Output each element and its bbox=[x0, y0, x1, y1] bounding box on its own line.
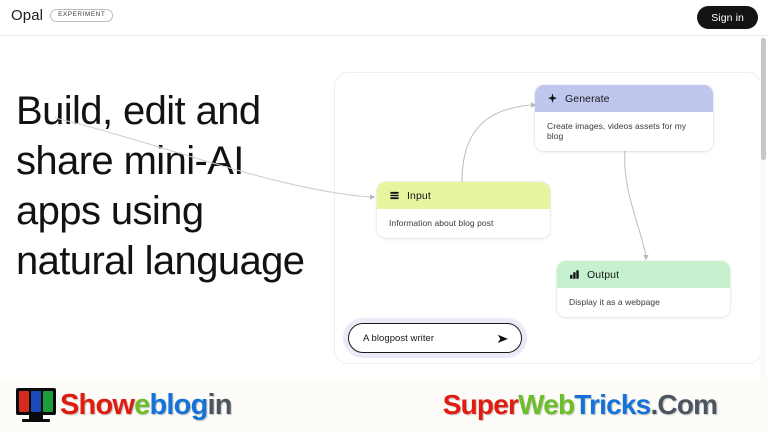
watermark-band: Showeblogin SuperWebTricks.Com bbox=[0, 378, 768, 432]
node-input-header: Input bbox=[377, 182, 550, 209]
wm-left-part-1: e bbox=[134, 388, 150, 421]
node-generate[interactable]: Generate Create images, videos assets fo… bbox=[535, 85, 713, 151]
watermark-superwebtricks: SuperWebTricks.Com bbox=[392, 378, 768, 432]
node-output[interactable]: Output Display it as a webpage bbox=[557, 261, 730, 317]
sign-in-button[interactable]: Sign in bbox=[697, 6, 758, 29]
watermark-showeblogin: Showeblogin bbox=[0, 378, 392, 432]
node-input-title: Input bbox=[407, 189, 431, 202]
prompt-input-value: A blogpost writer bbox=[363, 332, 435, 344]
experiment-badge: EXPERIMENT bbox=[50, 8, 114, 23]
node-input-description: Information about blog post bbox=[377, 209, 550, 238]
send-arrow-icon[interactable]: ➤ bbox=[496, 330, 509, 346]
node-input[interactable]: Input Information about blog post bbox=[377, 182, 550, 238]
hero-headline: Build, edit and share mini-AI apps using… bbox=[16, 89, 305, 283]
wm-left-part-3: in bbox=[207, 388, 233, 421]
opal-app-window: Opal EXPERIMENT Sign in Build, edit and … bbox=[0, 0, 768, 378]
node-generate-description: Create images, videos assets for my blog bbox=[535, 112, 713, 151]
wm-right-part-0: Super bbox=[442, 389, 519, 420]
wm-right-part-1: Web bbox=[518, 389, 575, 420]
node-output-description: Display it as a webpage bbox=[557, 288, 730, 317]
wm-right-part-2: Tricks bbox=[574, 389, 651, 420]
node-output-header: Output bbox=[557, 261, 730, 288]
node-output-title: Output bbox=[587, 268, 620, 281]
app-logo-text: Opal bbox=[11, 7, 44, 24]
monitor-icon bbox=[16, 388, 56, 422]
wm-left-part-2: blog bbox=[149, 388, 208, 421]
wm-left-part-0: Show bbox=[60, 388, 135, 421]
sparkle-icon bbox=[547, 93, 558, 104]
top-header-bar: Opal EXPERIMENT Sign in bbox=[0, 0, 768, 36]
brand-area: Opal EXPERIMENT bbox=[11, 7, 114, 24]
watermark-right-text: SuperWebTricks.Com bbox=[443, 391, 718, 419]
wm-right-part-3: .Com bbox=[650, 389, 718, 420]
list-lines-icon bbox=[389, 190, 400, 201]
bar-chart-icon bbox=[569, 269, 580, 280]
node-generate-header: Generate bbox=[535, 85, 713, 112]
vertical-scrollbar-track[interactable] bbox=[760, 36, 766, 378]
prompt-input[interactable]: A blogpost writer ➤ bbox=[348, 323, 522, 353]
node-generate-title: Generate bbox=[565, 92, 610, 105]
watermark-left-text: Showeblogin bbox=[60, 388, 233, 421]
vertical-scrollbar-thumb[interactable] bbox=[761, 38, 766, 160]
